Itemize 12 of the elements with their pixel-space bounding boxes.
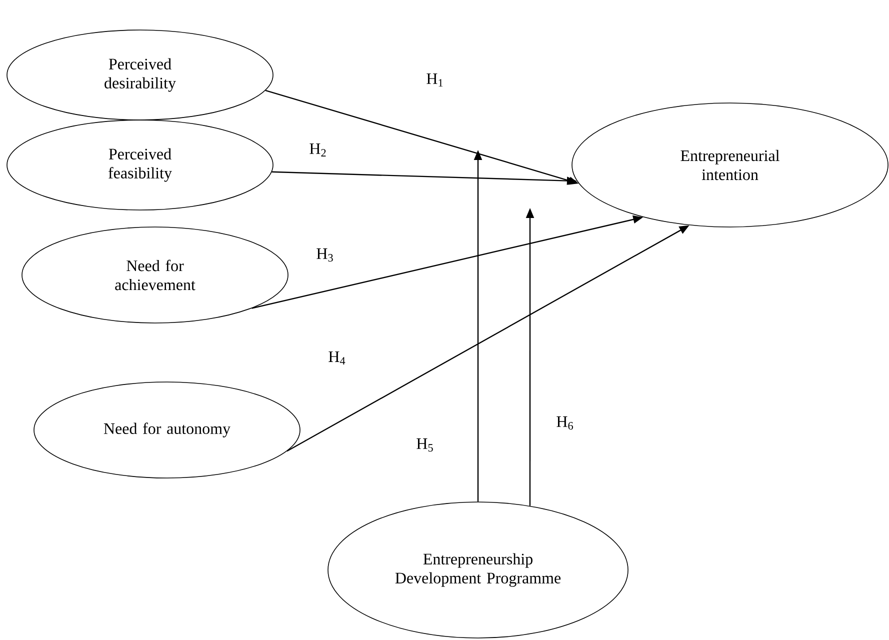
ellipse-node: Perceived feasibility (6, 120, 274, 210)
edge-label: H$_{6}$ (555, 415, 575, 431)
ellipse-node: Entrepreneurship Development Programme (328, 502, 628, 638)
edge-label: H$_{5}$ (415, 437, 435, 453)
edge-label: H$_{4}$ (327, 350, 347, 366)
edge-label: H$_{1}$ (425, 72, 445, 88)
ellipse-node: Entrepreneurial intention (572, 102, 888, 228)
edge-label: H$_{2}$ (308, 142, 328, 158)
ellipse-node: Need for achievement (22, 226, 288, 324)
ellipse-node: Need for autonomy (34, 382, 300, 478)
edge-label: H$_{3}$ (315, 247, 335, 263)
ellipse-node: Perceived desirability (6, 30, 274, 120)
